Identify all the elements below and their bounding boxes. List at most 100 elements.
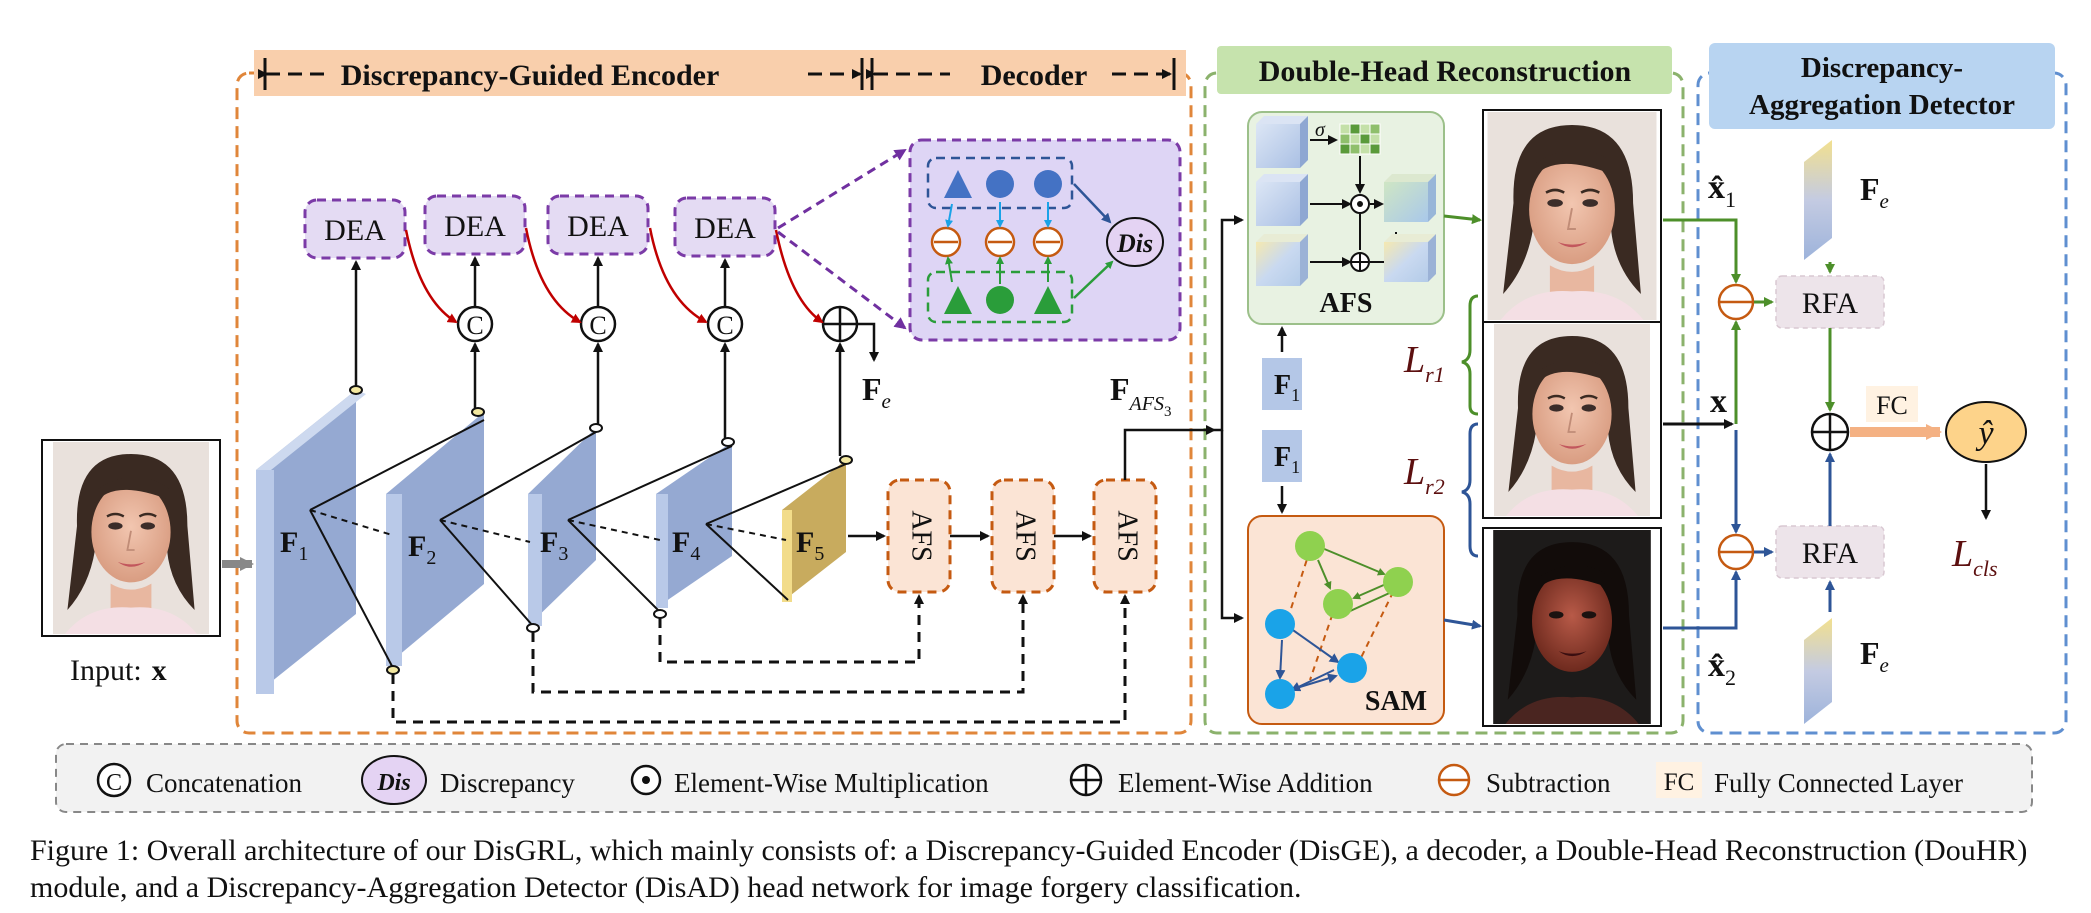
- svg-text:RFA: RFA: [1802, 287, 1858, 320]
- dea-block-4: DEA: [673, 196, 777, 258]
- figure-caption: Figure 1: Overall architecture of our Di…: [30, 834, 2028, 904]
- svg-text:FC: FC: [1876, 391, 1908, 420]
- loss-r1-brace: [1461, 294, 1479, 416]
- svg-text:DEA: DEA: [324, 214, 386, 247]
- add-node-fe: [821, 305, 859, 343]
- feature-f5: F5: [782, 460, 846, 602]
- afs-block-3: AFS: [1092, 478, 1158, 594]
- legend-concat: C Concatenation: [96, 762, 302, 798]
- svg-text:Dis: Dis: [1116, 229, 1153, 258]
- svg-text:DEA: DEA: [694, 212, 756, 245]
- concat-node-2: C: [579, 305, 617, 343]
- sigma-label: σ: [1315, 119, 1326, 141]
- svg-text:C: C: [589, 311, 606, 340]
- dea-block-1: DEA: [303, 198, 407, 260]
- sam-detail-box: SAM: [1247, 515, 1445, 725]
- decoder-arrows: [848, 425, 1216, 541]
- feature-f4: F4: [656, 442, 732, 608]
- encoder-span-arrows: [258, 58, 1176, 90]
- legend-discrepancy: Dis Discrepancy: [361, 755, 575, 805]
- f1-token-lower: F1: [1262, 430, 1302, 482]
- svg-text:Fe: Fe: [1860, 171, 1889, 213]
- afs-cube-2: [1256, 174, 1308, 226]
- svg-text:C: C: [106, 770, 122, 796]
- svg-text:RFA: RFA: [1802, 537, 1858, 570]
- legend-multiplication: Element-Wise Multiplication: [630, 764, 989, 798]
- decoder-title: Decoder: [981, 59, 1088, 92]
- svg-text:DEA: DEA: [567, 210, 629, 243]
- yhat-node: ŷ: [1945, 401, 2027, 463]
- svg-text:AFS: AFS: [906, 510, 937, 561]
- input-label: Input:x: [70, 654, 167, 687]
- svg-text:FC: FC: [1664, 769, 1695, 796]
- svg-text:AFS: AFS: [1010, 510, 1041, 561]
- svg-text:F1: F1: [280, 526, 308, 565]
- add-node-detector: [1810, 412, 1850, 452]
- svg-text:C: C: [716, 311, 733, 340]
- dis-detail-connectors: [777, 148, 907, 330]
- dea-block-3: DEA: [546, 194, 650, 256]
- rfa-block-bottom: RFA: [1775, 525, 1885, 579]
- douhr-title: Double-Head Reconstruction: [1259, 55, 1632, 88]
- douhr-frame: [1203, 71, 1685, 735]
- douhr-branch-arrows: [1214, 215, 1244, 623]
- sub-node-top: [1717, 283, 1755, 321]
- encoder-vertical-arrows: [351, 256, 879, 456]
- svg-text:AFS: AFS: [1112, 510, 1143, 561]
- encoder-title: Discrepancy-Guided Encoder: [341, 59, 720, 92]
- rfa-block-top: RFA: [1775, 275, 1885, 329]
- afs-block-2: AFS: [990, 478, 1056, 594]
- feature-f1: F1: [256, 390, 366, 694]
- legend-addition: Element-Wise Addition: [1069, 763, 1373, 798]
- svg-text:Subtraction: Subtraction: [1486, 768, 1611, 798]
- x-label: x: [1710, 383, 1727, 420]
- legend-fc: FC Fully Connected Layer: [1656, 762, 1963, 798]
- reconstruction-x1: [1482, 109, 1662, 323]
- f1-token-upper: F1: [1262, 358, 1302, 410]
- loss-r2-label: Lr2: [1403, 451, 1445, 499]
- sam-to-x2-arrow: [1443, 618, 1482, 630]
- loss-cls-label: Lcls: [1951, 533, 1998, 581]
- concat-node-1: C: [456, 305, 494, 343]
- dea-red-arrows: [404, 227, 824, 324]
- svg-text:F1: F1: [1274, 442, 1300, 477]
- legend-box: [55, 743, 2033, 813]
- svg-text:F3: F3: [540, 526, 568, 565]
- fe-label-encoder: Fe: [862, 371, 891, 413]
- svg-text:Fully Connected Layer: Fully Connected Layer: [1714, 768, 1963, 798]
- f-afs3-label: FAFS3: [1110, 371, 1171, 420]
- svg-text:F5: F5: [796, 526, 824, 565]
- afs-to-x1-arrow: [1443, 214, 1482, 225]
- afs-cube-1: [1256, 116, 1308, 168]
- fe-bar-top: Fe: [1804, 140, 1889, 260]
- afs-detail-box: σ AFS: [1247, 111, 1445, 325]
- input-image: [41, 439, 221, 637]
- svg-text:SAM: SAM: [1365, 686, 1427, 717]
- disad-title-line2: Aggregation Detector: [1749, 89, 2015, 121]
- feature-f2: F2: [386, 412, 484, 666]
- svg-text:DEA: DEA: [444, 210, 506, 243]
- disad-title-line1: Discrepancy-: [1801, 52, 1963, 84]
- feature-f3: F3: [528, 428, 596, 626]
- svg-text:F2: F2: [408, 530, 436, 569]
- afs-cube-out-1: [1384, 174, 1436, 222]
- loss-r2-brace: [1461, 422, 1479, 558]
- douhr-title-bar: [1217, 46, 1672, 94]
- svg-text:C: C: [466, 311, 483, 340]
- loss-r1-label: Lr1: [1403, 339, 1445, 387]
- detector-blue-arrows: [1663, 430, 1835, 630]
- svg-text:Dis: Dis: [376, 770, 410, 796]
- detector-green-arrows: [1663, 218, 1835, 424]
- x2-hat-label: x̂2: [1708, 647, 1736, 690]
- svg-text:F4: F4: [672, 526, 700, 565]
- reconstruction-x: [1482, 321, 1662, 519]
- svg-text:Discrepancy: Discrepancy: [440, 768, 575, 798]
- svg-text:ŷ: ŷ: [1975, 415, 1994, 452]
- fe-bar-bottom: Fe: [1804, 618, 1889, 724]
- dea-block-2: DEA: [423, 194, 527, 256]
- fc-block: FC: [1850, 386, 1942, 440]
- sub-node-bottom: [1717, 533, 1755, 571]
- encoder-decoder-title-bar: [254, 50, 1186, 96]
- reconstruction-x2: [1482, 527, 1662, 727]
